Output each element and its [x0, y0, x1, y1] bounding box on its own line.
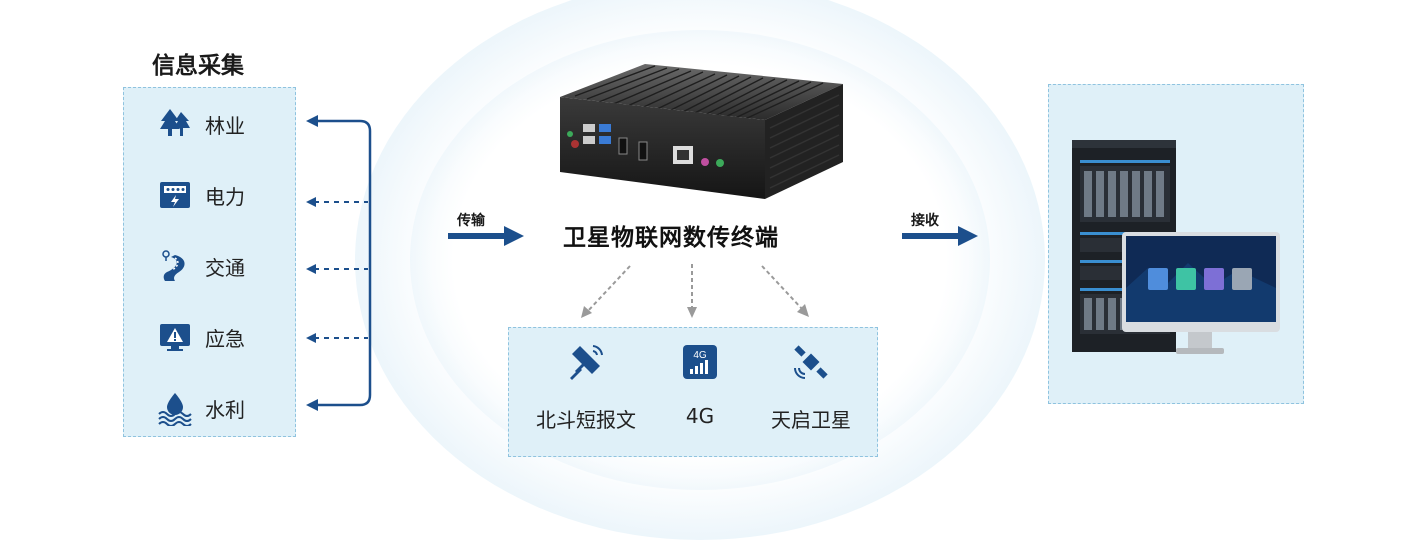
water-icon: [157, 390, 193, 426]
transmit-label: 传输: [457, 213, 485, 229]
arrow-head-water: [306, 399, 318, 411]
4g-signal-icon: 4G: [683, 345, 717, 379]
channel-beidou: 北斗短报文: [516, 342, 656, 433]
category-power: 电力: [157, 176, 245, 214]
transmit-arrow: [448, 226, 524, 246]
left-panel-title: 信息采集: [152, 53, 244, 79]
road-icon: [157, 248, 193, 284]
collection-connector-arrows: [306, 115, 372, 411]
category-label: 电力: [205, 184, 245, 209]
power-meter-icon: [157, 177, 193, 213]
category-traffic: 交通: [157, 247, 245, 285]
4g-icon-text: 4G: [693, 350, 707, 361]
category-emergency: 应急: [157, 318, 245, 356]
channel-label: 北斗短报文: [536, 408, 636, 432]
server-and-monitor-image: [1072, 140, 1280, 354]
channel-tianqi: 天启卫星: [741, 342, 881, 433]
category-label: 水利: [205, 397, 245, 422]
satellite-iot-terminal-device: [560, 64, 843, 199]
bracket-line: [310, 119, 372, 407]
category-water: 水利: [157, 389, 245, 427]
forest-icon: [157, 106, 193, 142]
receive-arrow: [902, 226, 978, 246]
terminal-title: 卫星物联网数传终端: [563, 225, 779, 251]
satellite-dish-icon: [570, 345, 603, 380]
info-collection-panel: [123, 87, 296, 437]
arrow-head-forestry: [306, 115, 318, 127]
channel-label: 4G: [685, 404, 715, 428]
receive-label: 接收: [911, 213, 939, 229]
satellite-icon: [794, 345, 828, 379]
category-forestry: 林业: [157, 105, 245, 143]
monitor: [1122, 232, 1280, 354]
channel-4g: 4G 4G: [630, 342, 770, 428]
channel-arrows: [581, 264, 809, 318]
category-label: 交通: [205, 255, 245, 280]
channel-label: 天启卫星: [771, 408, 851, 432]
emergency-warning-icon: [157, 319, 193, 355]
category-label: 林业: [205, 113, 245, 138]
category-label: 应急: [205, 326, 245, 351]
